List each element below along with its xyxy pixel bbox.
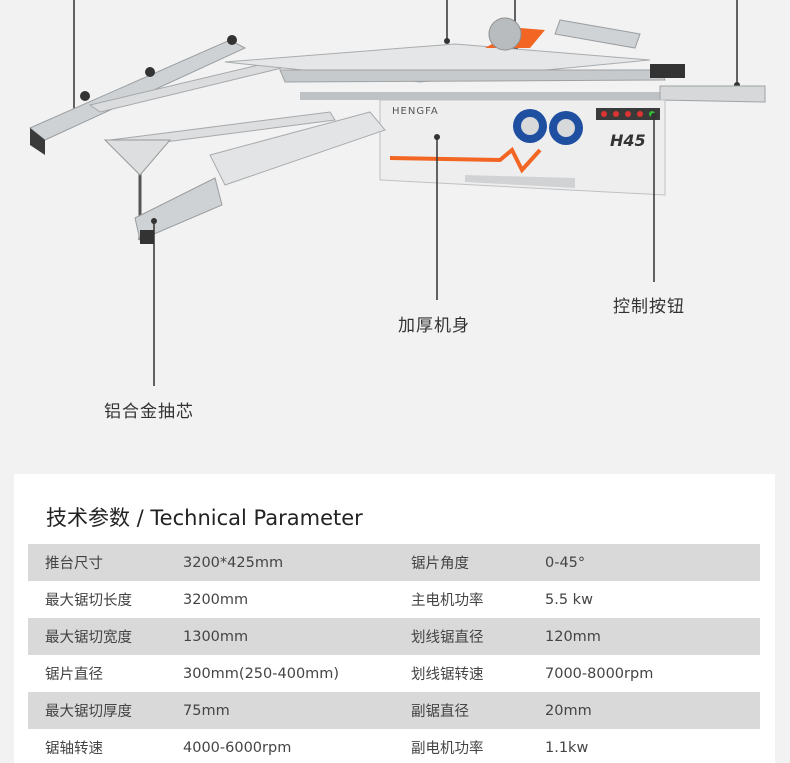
machine-body <box>379 99 666 196</box>
param-value: 1.1kw <box>545 739 589 756</box>
body-stripe <box>389 146 542 174</box>
param-value: 5.5 kw <box>545 591 593 608</box>
param-label: 副锯直径 <box>411 704 469 720</box>
table-row: 锯轴转速 4000-6000rpm 副电机功率 1.1kw <box>28 729 760 763</box>
callout-controls: 控制按钮 <box>613 297 685 317</box>
table-row: 最大锯切厚度 75mm 副锯直径 20mm <box>28 692 760 729</box>
control-button-icon <box>625 111 631 117</box>
param-value: 75mm <box>183 702 230 719</box>
param-label: 锯片直径 <box>45 667 103 683</box>
param-label: 最大锯切宽度 <box>45 630 132 646</box>
callout-core: 铝合金抽芯 <box>104 402 194 422</box>
param-value: 300mm(250-400mm) <box>183 665 340 682</box>
extension-panel <box>209 111 386 186</box>
param-label: 副电机功率 <box>411 741 484 757</box>
aluminum-core-rail <box>134 177 223 241</box>
param-value: 0-45° <box>545 554 586 571</box>
table-row: 最大锯切长度 3200mm 主电机功率 5.5 kw <box>28 581 760 618</box>
param-label: 划线锯直径 <box>411 630 484 646</box>
fence-end-cap <box>30 128 45 155</box>
clamp-knob-icon <box>145 67 155 77</box>
product-illustration: HENGFA H45 加厚机身 控制按钮 铝合金抽芯 <box>29 0 766 422</box>
sliding-table-saw-image: HENGFA H45 <box>29 0 766 386</box>
param-value: 3200mm <box>183 591 249 608</box>
leader-dot <box>151 218 157 224</box>
param-value: 120mm <box>545 628 601 645</box>
param-value: 3200*425mm <box>183 554 284 571</box>
control-button-icon <box>637 111 643 117</box>
table-row: 推台尺寸 3200*425mm 锯片角度 0-45° <box>28 544 760 581</box>
rail-end-cap <box>140 230 154 244</box>
callout-body: 加厚机身 <box>398 316 470 336</box>
parameters-title: 技术参数 / Technical Parameter <box>46 506 363 530</box>
param-label: 锯轴转速 <box>45 741 103 757</box>
leader-dot <box>444 38 450 44</box>
table-row: 锯片直径 300mm(250-400mm) 划线锯转速 7000-8000rpm <box>28 655 760 692</box>
param-label: 最大锯切厚度 <box>45 704 132 720</box>
clamp-knob-icon <box>227 35 237 45</box>
param-value: 20mm <box>545 702 592 719</box>
param-label: 锯片角度 <box>411 556 469 572</box>
leader-dot <box>434 134 440 140</box>
rip-fence-rail-right <box>659 85 766 103</box>
param-value: 4000-6000rpm <box>183 739 292 756</box>
body-base-notch <box>465 175 575 188</box>
param-label: 最大锯切长度 <box>45 593 132 609</box>
brand-logo: HENGFA <box>392 106 439 117</box>
param-value: 1300mm <box>183 628 249 645</box>
sliding-rail <box>300 92 680 100</box>
support-bracket <box>103 139 172 176</box>
model-label: H45 <box>610 131 646 150</box>
control-button-icon <box>613 111 619 117</box>
sliding-table-edge <box>279 69 666 83</box>
table-row: 最大锯切宽度 1300mm 划线锯直径 120mm <box>28 618 760 655</box>
param-label: 划线锯转速 <box>411 667 484 683</box>
parameters-card: 技术参数 / Technical Parameter 推台尺寸 3200*425… <box>14 474 775 763</box>
leader-dot <box>651 113 657 119</box>
saw-blade <box>488 17 522 51</box>
param-label: 推台尺寸 <box>45 556 103 572</box>
param-value: 7000-8000rpm <box>545 665 654 682</box>
crosscut-fence-rail <box>29 39 247 141</box>
param-label: 主电机功率 <box>411 593 484 609</box>
parameters-table: 推台尺寸 3200*425mm 锯片角度 0-45° 最大锯切长度 3200mm… <box>28 544 760 763</box>
clamp-knob-icon <box>80 91 90 101</box>
rip-fence <box>554 19 641 49</box>
control-button-icon <box>601 111 607 117</box>
logo-area <box>390 104 448 116</box>
fence-bracket <box>650 64 685 78</box>
handwheel-hub <box>521 117 539 135</box>
handwheel-hub <box>557 119 575 137</box>
